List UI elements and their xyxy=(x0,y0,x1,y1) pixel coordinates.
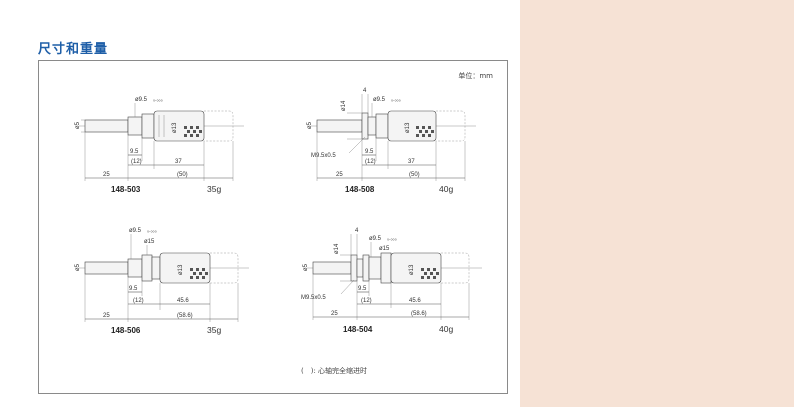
label-d-spindle: ø5 xyxy=(75,121,81,129)
label-d-thimble: ø13 xyxy=(409,264,415,275)
label-d-stem: ø9.5 xyxy=(135,97,148,103)
model-weight: 40g xyxy=(439,184,453,194)
drawing-148-506: ø5 ø9.5 ₀.₀₀₀ ø15 ø13 9.5 (12) 45.6 25 (… xyxy=(69,226,269,346)
label-d-stem: ø9.5 xyxy=(369,236,382,242)
dim-a: 9.5 xyxy=(129,286,138,292)
dim-b: (12) xyxy=(365,159,376,165)
label-stem-tol: ₀.₀₀₀ xyxy=(147,228,157,234)
label-thread: M9.5x0.5 xyxy=(301,295,326,301)
dim-e: (58.6) xyxy=(177,313,193,319)
label-d-stem: ø9.5 xyxy=(373,97,386,103)
model-id: 148-506 xyxy=(111,326,141,335)
drawing-148-504: ø5 ø14 4 ø9.5 ₀.₀₀₀ ø15 ø13 M9.5x0.5 9.5… xyxy=(297,224,502,346)
model-id: 148-503 xyxy=(111,185,141,194)
label-thread: M9.5x0.5 xyxy=(311,153,336,159)
model-weight: 40g xyxy=(439,324,453,334)
unit-label: 单位：mm xyxy=(458,72,493,80)
label-stem-tol: ₀.₀₀₀ xyxy=(153,97,163,103)
label-nut-width: 4 xyxy=(355,228,359,234)
side-panel xyxy=(520,0,794,407)
label-d-thimble: ø13 xyxy=(405,122,411,133)
drawing-148-503: ø5 ø9.5 ₀.₀₀₀ ø13 9.5 (12) 37 25 xyxy=(69,89,269,209)
label-d-thimble: ø13 xyxy=(178,264,184,275)
label-d-spindle: ø5 xyxy=(303,263,309,271)
dim-d: 25 xyxy=(336,172,343,178)
model-id: 148-504 xyxy=(343,325,373,334)
label-d-sleeve: ø15 xyxy=(144,239,155,245)
dim-d: 25 xyxy=(103,313,110,319)
dim-e: (50) xyxy=(177,172,188,178)
model-weight: 35g xyxy=(207,325,221,335)
model-id: 148-508 xyxy=(345,185,375,194)
dim-a: 9.5 xyxy=(130,149,139,155)
dim-c: 37 xyxy=(408,159,415,165)
footnote: ( ): 心轴完全缩进时 xyxy=(301,367,368,375)
dim-b: (12) xyxy=(133,298,144,304)
dim-d: 25 xyxy=(331,311,338,317)
dim-d: 25 xyxy=(103,172,110,178)
label-nut-width: 4 xyxy=(363,88,367,94)
label-d-spindle: ø5 xyxy=(75,263,81,271)
dim-c: 45.6 xyxy=(177,298,189,304)
label-d-spindle: ø5 xyxy=(307,121,313,129)
dim-a: 9.5 xyxy=(358,286,367,292)
label-stem-tol: ₀.₀₀₀ xyxy=(391,97,401,103)
section-title: 尺寸和重量 xyxy=(38,42,109,57)
dim-e: (58.6) xyxy=(411,311,427,317)
dim-b: (12) xyxy=(131,159,142,165)
dim-b: (12) xyxy=(361,298,372,304)
label-d-nut: ø14 xyxy=(334,243,340,254)
dim-a: 9.5 xyxy=(365,149,374,155)
label-d-stem: ø9.5 xyxy=(129,228,142,234)
label-d-nut: ø14 xyxy=(341,100,347,111)
model-weight: 35g xyxy=(207,184,221,194)
dimensions-figure: 单位：mm ø5 ø9.5 ₀.₀ xyxy=(38,60,508,394)
label-d-thimble: ø13 xyxy=(172,122,178,133)
label-stem-tol: ₀.₀₀₀ xyxy=(387,236,397,242)
label-d-sleeve: ø15 xyxy=(379,246,390,252)
dim-c: 45.6 xyxy=(409,298,421,304)
dim-e: (50) xyxy=(409,172,420,178)
dim-c: 37 xyxy=(175,159,182,165)
drawing-148-508: ø5 ø14 4 ø9.5 ₀.₀₀₀ ø13 M9.5x0.5 9.5 (12… xyxy=(301,88,501,209)
